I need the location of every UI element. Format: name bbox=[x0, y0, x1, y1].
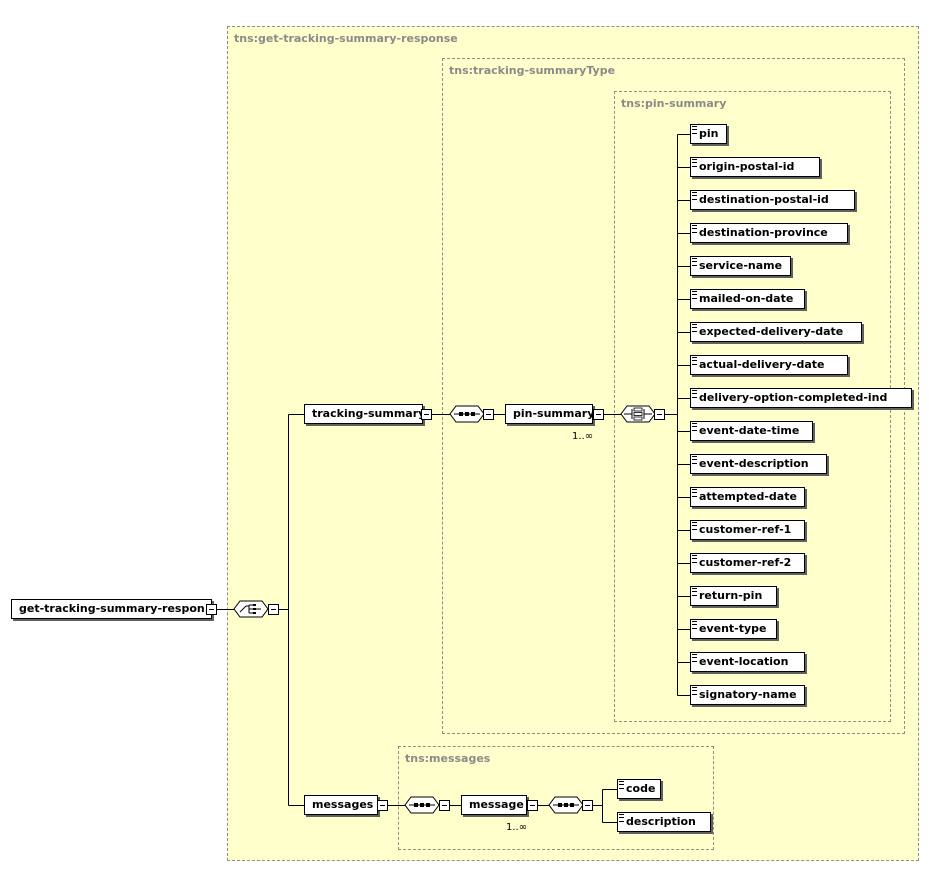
field-code[interactable]: code bbox=[617, 779, 661, 799]
all-compositor-icon[interactable] bbox=[620, 405, 656, 423]
field-label: destination-postal-id bbox=[699, 193, 829, 206]
field-label: signatory-name bbox=[699, 688, 797, 701]
field-label: destination-province bbox=[699, 226, 828, 239]
field-label: pin bbox=[699, 127, 719, 140]
field-label: event-description bbox=[699, 457, 809, 470]
element-message[interactable]: message bbox=[461, 795, 530, 818]
document-icon bbox=[692, 687, 697, 695]
document-icon bbox=[692, 654, 697, 662]
field-customer-ref-1[interactable]: customer-ref-1 bbox=[690, 520, 805, 540]
document-icon bbox=[692, 522, 697, 530]
document-icon bbox=[619, 814, 624, 822]
field-label: return-pin bbox=[699, 589, 763, 602]
element-pin-summary[interactable]: pin-summary bbox=[505, 404, 596, 427]
field-return-pin[interactable]: return-pin bbox=[690, 586, 777, 606]
field-label: description bbox=[626, 815, 696, 828]
collapse-toggle-choice[interactable] bbox=[268, 604, 279, 615]
document-icon bbox=[692, 192, 697, 200]
field-event-type[interactable]: event-type bbox=[690, 619, 777, 639]
document-icon bbox=[692, 225, 697, 233]
field-label: origin-postal-id bbox=[699, 160, 795, 173]
element-label: message bbox=[469, 798, 524, 811]
document-icon bbox=[692, 357, 697, 365]
document-icon bbox=[692, 588, 697, 596]
field-mailed-on-date[interactable]: mailed-on-date bbox=[690, 289, 805, 309]
root-element-get-tracking-summary-response[interactable]: get-tracking-summary-respon... bbox=[11, 599, 217, 619]
field-label: code bbox=[626, 782, 656, 795]
collapse-toggle-sequence[interactable] bbox=[439, 800, 450, 811]
field-label: delivery-option-completed-ind bbox=[699, 391, 888, 404]
field-pin[interactable]: pin bbox=[690, 124, 727, 144]
document-icon bbox=[692, 258, 697, 266]
collapse-toggle-root[interactable] bbox=[206, 604, 217, 615]
region-title: tns:get-tracking-summary-response bbox=[234, 32, 458, 45]
field-signatory-name[interactable]: signatory-name bbox=[690, 685, 805, 705]
field-attempted-date[interactable]: attempted-date bbox=[690, 487, 805, 507]
field-label: customer-ref-1 bbox=[699, 523, 792, 536]
document-icon bbox=[692, 390, 697, 398]
cardinality-label: 1..∞ bbox=[506, 822, 528, 833]
sequence-compositor-icon[interactable] bbox=[404, 796, 440, 814]
element-label: messages bbox=[312, 798, 374, 811]
field-label: customer-ref-2 bbox=[699, 556, 792, 569]
field-customer-ref-2[interactable]: customer-ref-2 bbox=[690, 553, 805, 573]
field-label: event-location bbox=[699, 655, 789, 668]
field-actual-delivery-date[interactable]: actual-delivery-date bbox=[690, 355, 848, 375]
collapse-toggle-message[interactable] bbox=[527, 800, 538, 811]
document-icon bbox=[692, 555, 697, 563]
field-destination-province[interactable]: destination-province bbox=[690, 223, 848, 243]
collapse-toggle-messages[interactable] bbox=[377, 800, 388, 811]
field-label: attempted-date bbox=[699, 490, 797, 503]
field-label: actual-delivery-date bbox=[699, 358, 825, 371]
region-title: tns:tracking-summaryType bbox=[449, 64, 616, 77]
document-icon bbox=[619, 781, 624, 789]
collapse-toggle-pin-summary[interactable] bbox=[593, 409, 604, 420]
field-label: mailed-on-date bbox=[699, 292, 794, 305]
field-description[interactable]: description bbox=[617, 812, 711, 832]
element-tracking-summary[interactable]: tracking-summary bbox=[304, 404, 426, 424]
field-label: expected-delivery-date bbox=[699, 325, 844, 338]
field-destination-postal-id[interactable]: destination-postal-id bbox=[690, 190, 855, 210]
collapse-toggle-tracking-summary[interactable] bbox=[421, 409, 432, 420]
sequence-compositor-icon[interactable] bbox=[548, 796, 584, 814]
sequence-compositor-icon[interactable] bbox=[449, 405, 485, 423]
field-event-date-time[interactable]: event-date-time bbox=[690, 421, 813, 441]
field-event-description[interactable]: event-description bbox=[690, 454, 827, 474]
document-icon bbox=[692, 423, 697, 431]
document-icon bbox=[692, 291, 697, 299]
field-origin-postal-id[interactable]: origin-postal-id bbox=[690, 157, 820, 177]
collapse-toggle-sequence[interactable] bbox=[582, 800, 593, 811]
collapse-toggle-sequence[interactable] bbox=[483, 409, 494, 420]
element-messages[interactable]: messages bbox=[304, 795, 378, 815]
region-title: tns:pin-summary bbox=[621, 97, 727, 110]
document-icon bbox=[692, 159, 697, 167]
element-label: pin-summary bbox=[513, 407, 595, 420]
document-icon bbox=[692, 324, 697, 332]
document-icon bbox=[692, 621, 697, 629]
cardinality-label: 1..∞ bbox=[572, 431, 594, 442]
region-title: tns:messages bbox=[405, 752, 491, 765]
field-label: event-date-time bbox=[699, 424, 800, 437]
choice-compositor-icon[interactable] bbox=[233, 600, 269, 618]
document-icon bbox=[692, 456, 697, 464]
field-label: service-name bbox=[699, 259, 783, 272]
field-expected-delivery-date[interactable]: expected-delivery-date bbox=[690, 322, 862, 342]
document-icon bbox=[692, 489, 697, 497]
field-event-location[interactable]: event-location bbox=[690, 652, 805, 672]
collapse-toggle-all[interactable] bbox=[654, 409, 665, 420]
element-label: tracking-summary bbox=[312, 407, 426, 420]
field-delivery-option-completed-ind[interactable]: delivery-option-completed-ind bbox=[690, 388, 912, 408]
field-service-name[interactable]: service-name bbox=[690, 256, 791, 276]
document-icon bbox=[692, 126, 697, 134]
root-element-label: get-tracking-summary-respon... bbox=[19, 602, 218, 615]
field-label: event-type bbox=[699, 622, 767, 635]
